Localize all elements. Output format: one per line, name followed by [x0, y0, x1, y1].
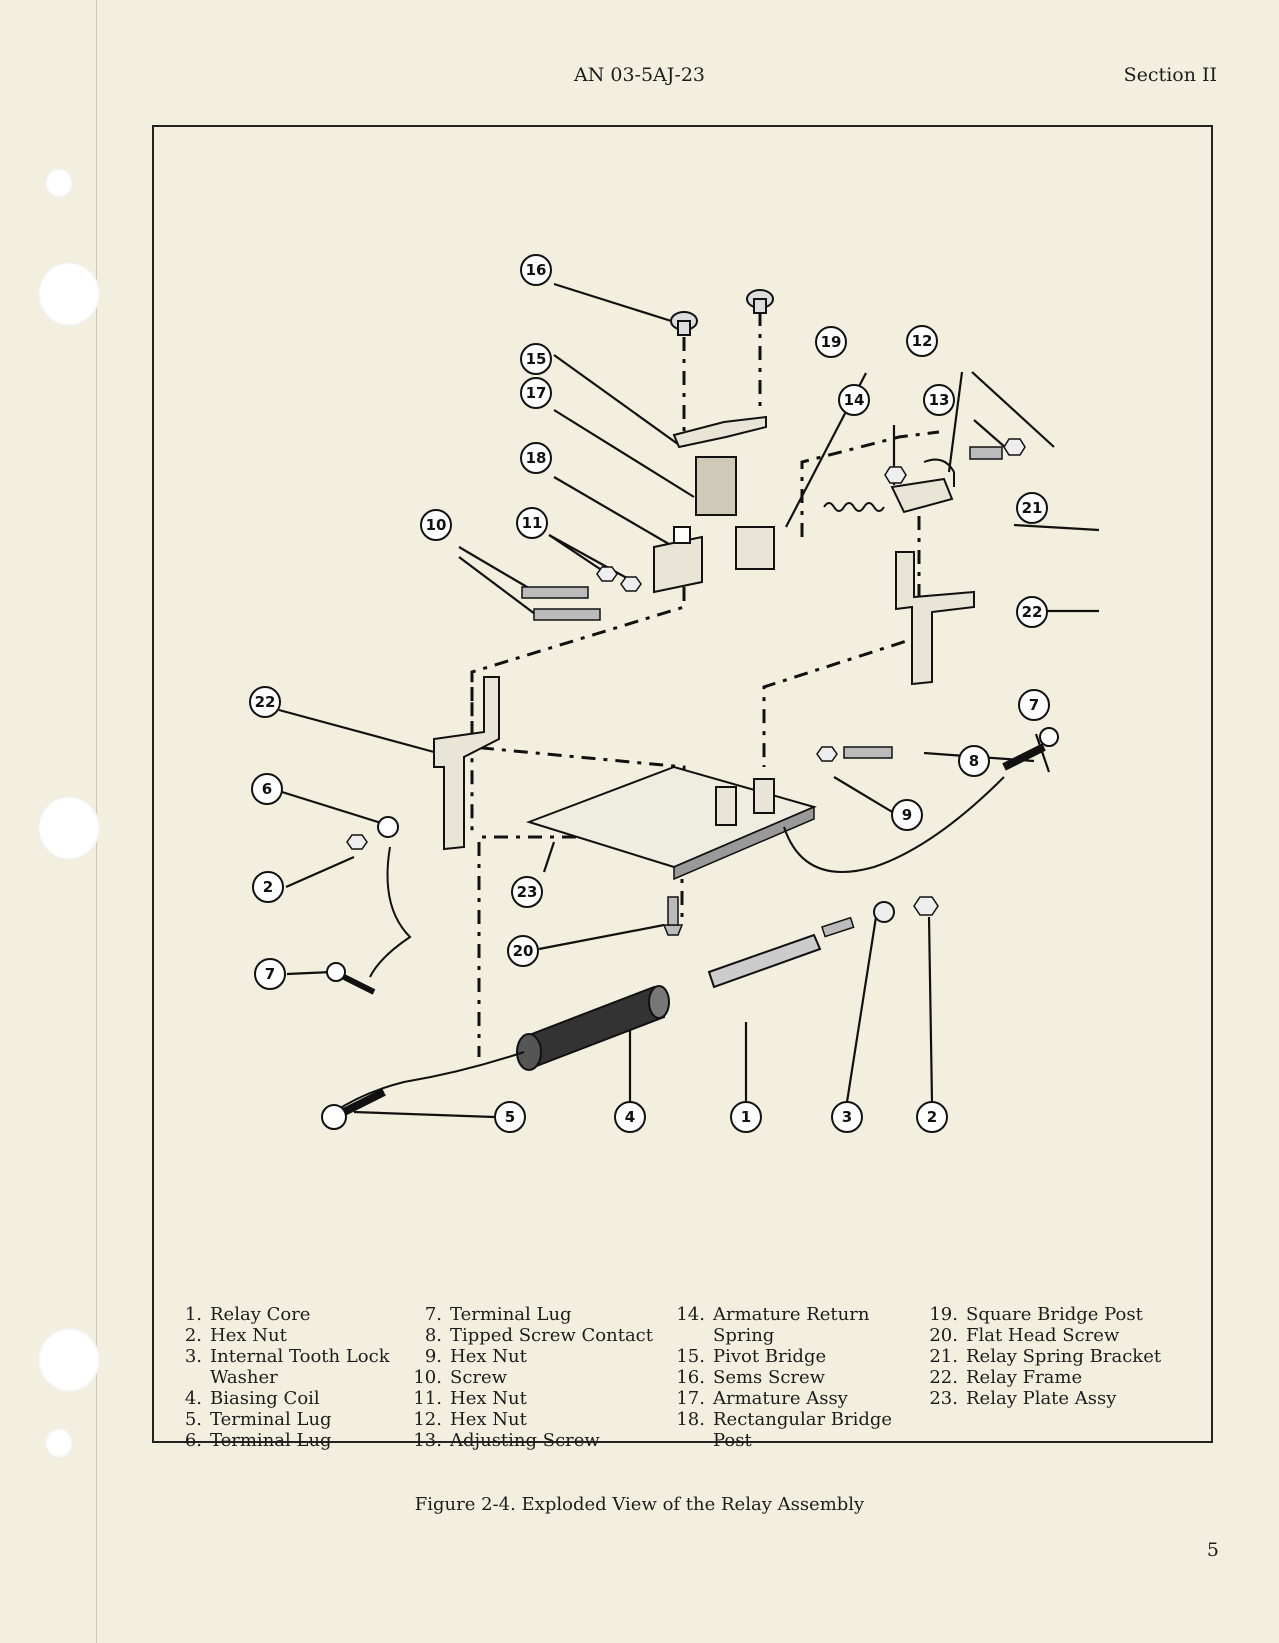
section-label: Section II [1123, 64, 1217, 86]
legend-column-4: 19.Square Bridge Post 20.Flat Head Screw… [924, 1304, 1161, 1409]
callout-22-right: 22 [1016, 596, 1048, 628]
legend-item: 18.Rectangular Bridge [676, 1409, 893, 1430]
svg-text:7: 7 [1029, 696, 1039, 714]
legend-item-continuation: Spring [713, 1325, 775, 1346]
callout-23: 23 [511, 876, 543, 908]
svg-text:21: 21 [1022, 499, 1043, 517]
callout-15: 15 [520, 343, 552, 375]
svg-text:18: 18 [526, 449, 547, 467]
legend-item: 9.Hex Nut [424, 1346, 527, 1367]
svg-text:12: 12 [912, 332, 933, 350]
callout-9: 9 [891, 799, 923, 831]
legend-item: 2.Hex Nut [184, 1325, 287, 1346]
callout-2-right: 2 [916, 1101, 948, 1133]
svg-text:22: 22 [255, 693, 276, 711]
document-number: AN 03-5AJ-23 [573, 64, 705, 86]
svg-text:10: 10 [426, 516, 447, 534]
legend-item: 11.Hex Nut [413, 1388, 527, 1409]
svg-text:2: 2 [263, 878, 273, 896]
svg-text:20: 20 [513, 942, 534, 960]
callout-19: 19 [815, 326, 847, 358]
callout-3: 3 [831, 1101, 863, 1133]
callout-18: 18 [520, 442, 552, 474]
callout-6: 6 [251, 773, 283, 805]
callout-20: 20 [507, 935, 539, 967]
relay-exploded-illustration: 16 15 17 18 19 14 12 13 21 10 11 22 22 7… [249, 254, 1100, 1133]
svg-text:1: 1 [741, 1108, 751, 1126]
legend-item: 12.Hex Nut [413, 1409, 527, 1430]
legend-item: 13.Adjusting Screw [413, 1430, 600, 1451]
svg-text:6: 6 [262, 780, 272, 798]
svg-text:11: 11 [522, 514, 543, 532]
punch-hole-large-2 [38, 796, 100, 860]
callout-markers: 16 15 17 18 19 14 12 13 21 10 11 22 22 7… [249, 254, 1050, 1133]
legend-item: 19.Square Bridge Post [929, 1304, 1143, 1325]
legend-item: 20.Flat Head Screw [929, 1325, 1120, 1346]
legend-item: 3.Internal Tooth Lock [184, 1346, 390, 1367]
punch-hole-top [45, 168, 73, 198]
svg-text:15: 15 [526, 350, 547, 368]
callout-7-left: 7 [254, 958, 286, 990]
legend-item: 5.Terminal Lug [184, 1409, 332, 1430]
legend-item: 16.Sems Screw [676, 1367, 826, 1388]
callout-21: 21 [1016, 492, 1048, 524]
svg-text:13: 13 [929, 391, 950, 409]
svg-text:5: 5 [505, 1108, 515, 1126]
svg-text:2: 2 [927, 1108, 937, 1126]
svg-text:3: 3 [842, 1108, 852, 1126]
svg-text:8: 8 [969, 752, 979, 770]
legend-item: 15.Pivot Bridge [676, 1346, 827, 1367]
figure-frame: 16 15 17 18 19 14 12 13 21 10 11 22 22 7… [152, 125, 1213, 1451]
callout-13: 13 [923, 384, 955, 416]
legend-item-continuation: Post [713, 1430, 752, 1451]
legend-column-1: 1.Relay Core 2.Hex Nut 3.Internal Tooth … [168, 1304, 390, 1451]
svg-text:17: 17 [526, 384, 547, 402]
legend-item: 17.Armature Assy [676, 1388, 848, 1409]
legend-column-2: 7.Terminal Lug 8.Tipped Screw Contact 9.… [408, 1304, 653, 1451]
callout-16: 16 [520, 254, 552, 286]
punch-hole-bottom [45, 1428, 73, 1458]
callout-8: 8 [958, 745, 990, 777]
legend-item: 10.Screw [413, 1367, 508, 1388]
callout-5: 5 [494, 1101, 526, 1133]
legend-item: 4.Biasing Coil [184, 1388, 320, 1409]
svg-text:22: 22 [1022, 603, 1043, 621]
legend-item: 23.Relay Plate Assy [929, 1388, 1117, 1409]
callout-7-right: 7 [1018, 689, 1050, 721]
parts-legend: 1.Relay Core 2.Hex Nut 3.Internal Tooth … [168, 1304, 1198, 1451]
legend-item: 6.Terminal Lug [184, 1430, 332, 1451]
punch-hole-large-1 [38, 262, 100, 326]
legend-item: 22.Relay Frame [929, 1367, 1083, 1388]
svg-text:9: 9 [902, 806, 912, 824]
punch-hole-large-3 [38, 1328, 100, 1392]
svg-text:14: 14 [844, 391, 865, 409]
svg-text:23: 23 [517, 883, 538, 901]
callout-12: 12 [906, 325, 938, 357]
svg-text:4: 4 [625, 1108, 635, 1126]
svg-text:7: 7 [265, 965, 275, 983]
legend-item: 1.Relay Core [184, 1304, 311, 1325]
figure-caption: Figure 2-4. Exploded View of the Relay A… [414, 1494, 865, 1515]
legend-item: 21.Relay Spring Bracket [929, 1346, 1162, 1367]
callout-2-left: 2 [252, 871, 284, 903]
page-number: 5 [1206, 1539, 1219, 1561]
callout-1: 1 [730, 1101, 762, 1133]
legend-item-continuation: Washer [210, 1367, 278, 1388]
callout-14: 14 [838, 384, 870, 416]
callout-22-left: 22 [249, 686, 281, 718]
legend-item: 8.Tipped Screw Contact [424, 1325, 653, 1346]
svg-text:19: 19 [821, 333, 842, 351]
svg-text:16: 16 [526, 261, 547, 279]
callout-4: 4 [614, 1101, 646, 1133]
callout-10: 10 [420, 509, 452, 541]
callout-11: 11 [516, 507, 548, 539]
legend-item: 7.Terminal Lug [424, 1304, 572, 1325]
legend-item: 14.Armature Return [676, 1304, 870, 1325]
legend-column-3: 14.Armature Return Spring 15.Pivot Bridg… [671, 1304, 892, 1451]
callout-17: 17 [520, 377, 552, 409]
